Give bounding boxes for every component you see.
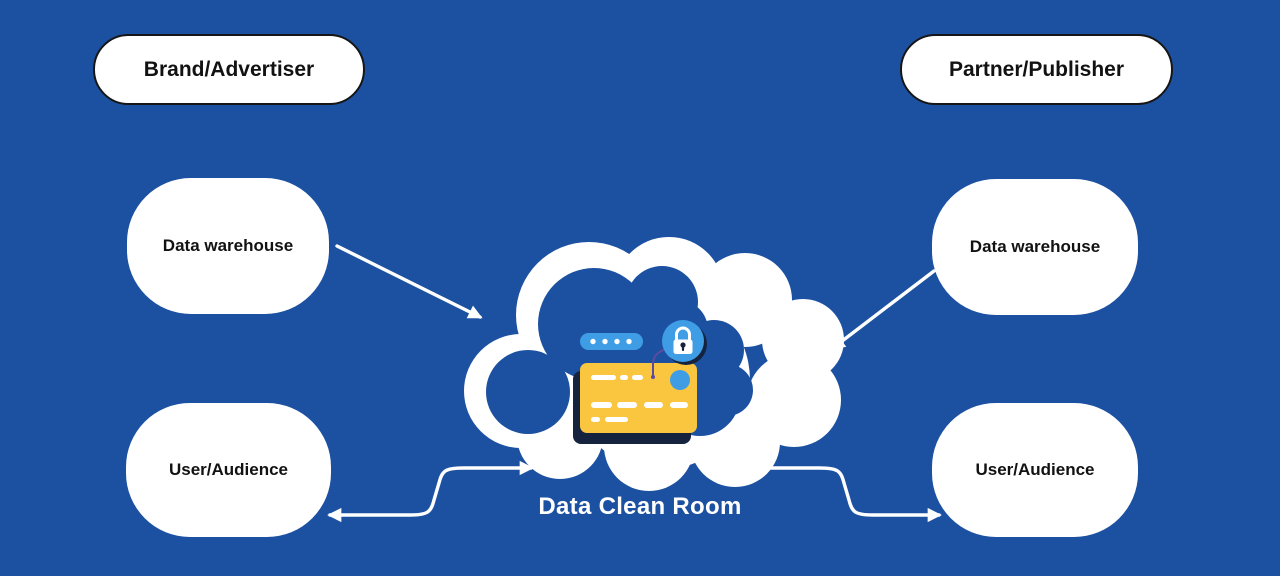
data-warehouse-left-label: Data warehouse [162,236,294,255]
data-clean-room-label: Data Clean Room [538,493,742,520]
cloud-icon [464,237,844,491]
arrow-brand-warehouse-to-cloud [335,244,483,319]
user-audience-right-node: User/Audience [932,403,1138,537]
password-pill-icon [580,333,643,350]
padlock-icon [662,320,707,365]
partner-publisher-label: Partner/Publisher [948,57,1125,81]
brand-advertiser-label: Brand/Advertiser [143,57,315,81]
data-warehouse-right-node: Data warehouse [932,179,1138,315]
partner-publisher-node: Partner/Publisher [900,34,1173,105]
data-warehouse-left-node: Data warehouse [127,178,329,314]
user-audience-right-label: User/Audience [975,460,1095,479]
credit-card-icon [573,363,697,444]
user-audience-left-node: User/Audience [126,403,331,537]
lock-connector-dot [651,375,655,379]
data-warehouse-right-label: Data warehouse [969,237,1101,256]
arrow-partner-warehouse-to-cloud [830,269,936,350]
lock-connector-line [652,346,674,376]
user-audience-left-label: User/Audience [168,460,289,479]
brand-advertiser-node: Brand/Advertiser [93,34,365,105]
